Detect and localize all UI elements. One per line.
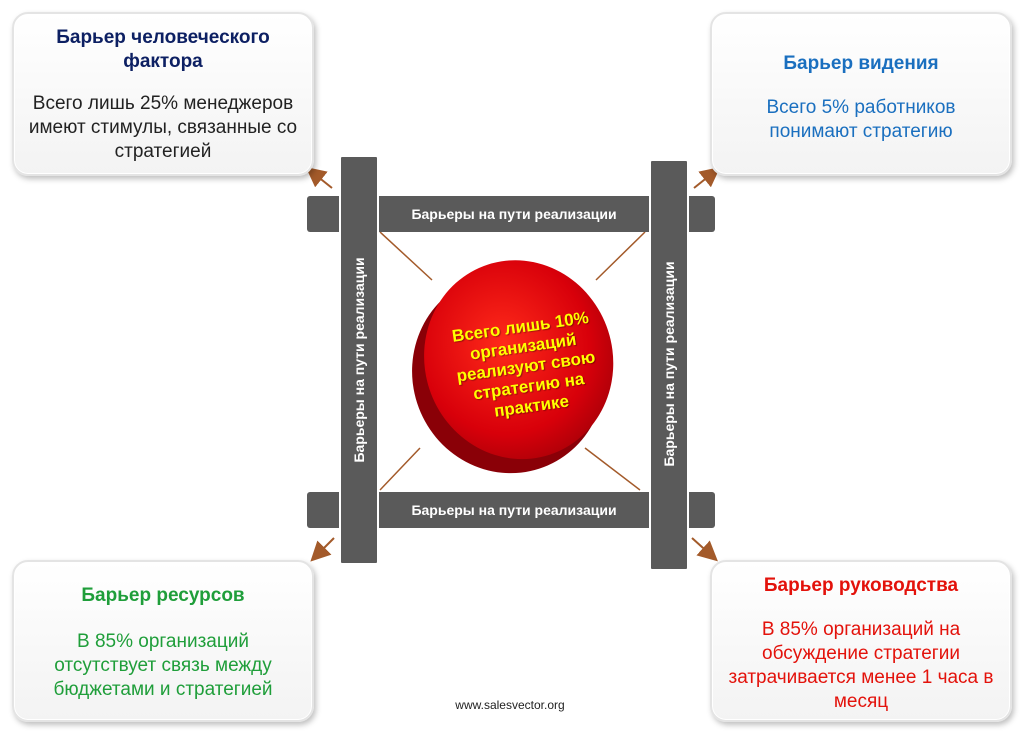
card-resources: Барьер ресурсов В 85% организаций отсутс… xyxy=(12,560,314,722)
connector-lines xyxy=(379,231,646,491)
card-human-factor: Барьер человеческого фактора Всего лишь … xyxy=(12,12,314,176)
card-body: В 85% организаций на обсуждение стратеги… xyxy=(728,619,994,712)
horizontal-bars xyxy=(307,196,715,528)
red-disc xyxy=(412,260,614,474)
bar-separators xyxy=(339,155,689,571)
card-vision: Барьер видения Всего 5% работников поним… xyxy=(710,12,1012,176)
center-statement: Всего лишь 10% организаций реализуют сво… xyxy=(450,307,597,421)
bottom-bar-label: Барьеры на пути реализации xyxy=(411,502,617,518)
left-bar-label: Барьеры на пути реализации xyxy=(351,257,367,463)
footer-url: www.salesvector.org xyxy=(455,698,565,712)
card-leadership: Барьер руководства В 85% организаций на … xyxy=(710,560,1012,722)
card-title: Барьер ресурсов xyxy=(81,585,245,606)
arrows xyxy=(305,167,721,562)
top-bar-label: Барьеры на пути реализации xyxy=(411,206,617,222)
card-title: Барьер видения xyxy=(783,53,939,74)
card-body: Всего лишь 25% менеджеров имеют стимулы,… xyxy=(28,93,298,162)
card-title: Барьер человеческого фактора xyxy=(56,27,270,72)
right-bar-label: Барьеры на пути реализации xyxy=(661,261,677,467)
vertical-bars xyxy=(340,156,688,570)
card-body: Всего 5% работников понимают стратегию xyxy=(766,97,956,142)
card-body: В 85% организаций отсутствует связь межд… xyxy=(53,631,273,700)
card-title: Барьер руководства xyxy=(763,575,959,596)
